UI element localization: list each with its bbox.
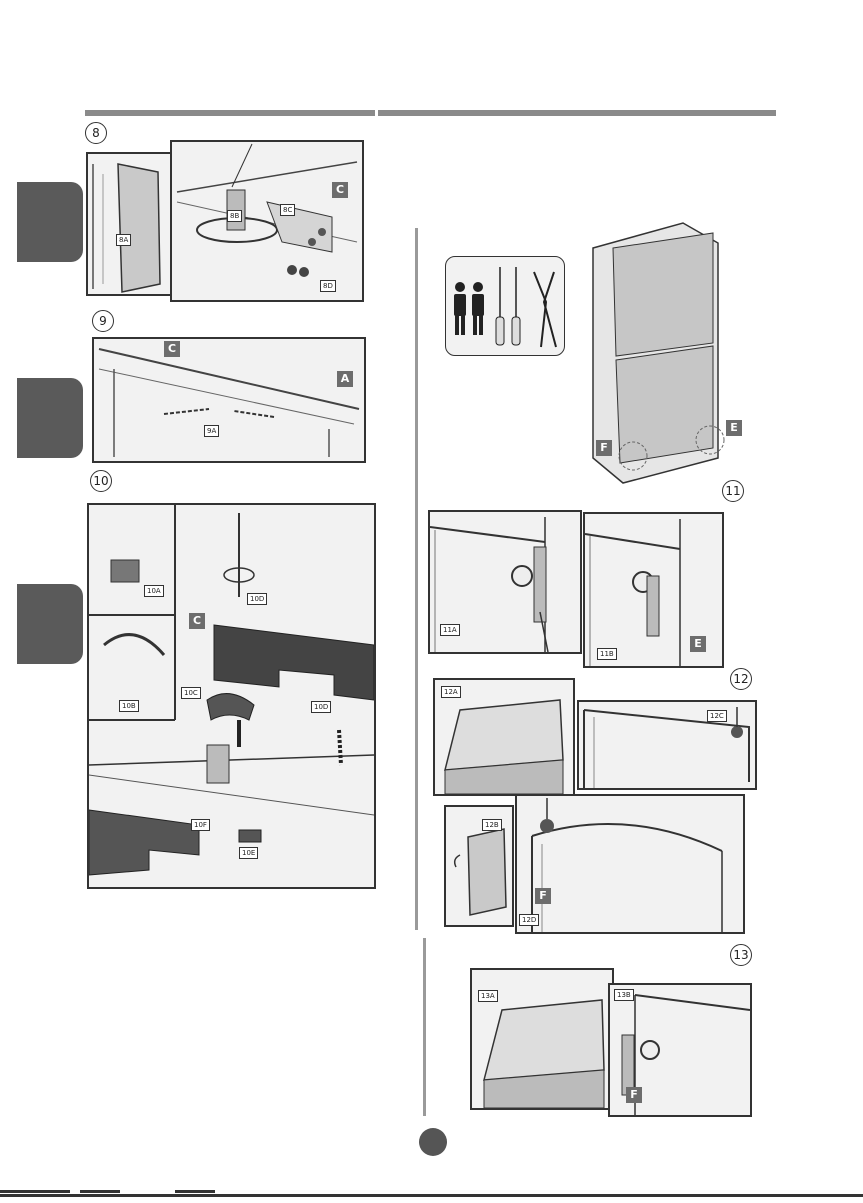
step-13b-panel: 13B F xyxy=(608,983,752,1117)
screwdriver-icon xyxy=(496,267,504,345)
label-12a: 12A xyxy=(441,686,461,698)
step-9-number: 9 xyxy=(92,310,114,332)
label-13a: 13A xyxy=(478,990,498,1002)
step-11b-panel: 11B E xyxy=(583,512,724,668)
door-letter-f: F xyxy=(535,888,551,904)
label-12d: 12D xyxy=(519,914,539,926)
label-12b: 12B xyxy=(482,819,502,831)
step-10-number: 10 xyxy=(90,470,112,492)
step-12b-panel: 12B xyxy=(444,805,514,927)
fridge-letter-e: E xyxy=(726,420,742,436)
side-letter-a: A xyxy=(337,371,353,387)
hinge-letter-c-step10: C xyxy=(189,613,205,629)
step-13a-panel: 13A xyxy=(470,968,614,1110)
screwdriver-icon-2 xyxy=(512,267,520,345)
label-9a: 9A xyxy=(204,425,219,437)
person-icon xyxy=(454,282,466,335)
top-letter-c: C xyxy=(164,341,180,357)
label-11a: 11A xyxy=(440,624,460,636)
hinge-removal-illustration xyxy=(172,142,362,300)
side-tab-1 xyxy=(17,182,83,262)
step-11-number: 11 xyxy=(722,480,744,502)
label-10c: 10C xyxy=(181,687,201,699)
label-8c: 8C xyxy=(280,204,295,216)
top-cover-illustration xyxy=(94,339,364,461)
label-8b: 8B xyxy=(227,210,242,222)
hinge-reassembly-illustration xyxy=(89,505,374,887)
side-tab-2 xyxy=(17,378,83,458)
label-10b: 10B xyxy=(119,700,139,712)
fridge-letter-f: F xyxy=(596,440,612,456)
step-12c-panel: 12C xyxy=(577,700,757,790)
hinge-letter-c: C xyxy=(332,182,348,198)
step-8-hinge-panel: 8B 8C 8D C xyxy=(170,140,364,302)
step-8-door-panel: 8A xyxy=(86,152,172,296)
label-10f: 10F xyxy=(191,819,210,831)
door-removal-illustration xyxy=(88,154,170,294)
door-refit-illustration xyxy=(517,796,743,932)
label-8a: 8A xyxy=(116,234,131,246)
header-rule-right xyxy=(378,110,776,116)
right-column-rule-lower xyxy=(423,938,426,1116)
tools-illustration xyxy=(446,257,564,355)
step-12-number: 12 xyxy=(730,668,752,690)
tools-panel xyxy=(445,256,565,356)
page-number-dot xyxy=(419,1128,447,1156)
hinge-letter-f: F xyxy=(626,1087,642,1103)
label-12c: 12C xyxy=(707,710,727,722)
step-12d-panel: F 12D xyxy=(515,794,745,934)
bottom-edge-strip xyxy=(0,1188,863,1203)
hinge-letter-e: E xyxy=(690,636,706,652)
door-panel-illustration xyxy=(446,807,512,925)
step-10-panel: 10A 10B 10C 10D 10D 10E 10F C xyxy=(87,503,376,889)
label-10e: 10E xyxy=(239,847,258,859)
label-8d: 8D xyxy=(320,280,336,292)
step-13-number: 13 xyxy=(730,944,752,966)
step-11a-panel: 11A xyxy=(428,510,582,654)
step-9-panel: C A 9A xyxy=(92,337,366,463)
step-8-number: 8 xyxy=(85,122,107,144)
label-13b: 13B xyxy=(614,989,634,1001)
label-10d-second: 10D xyxy=(311,701,331,713)
side-tab-3 xyxy=(17,584,83,664)
right-column-rule-upper xyxy=(415,228,418,930)
label-11b: 11B xyxy=(597,648,617,660)
label-10a: 10A xyxy=(144,585,164,597)
step-12a-panel: 12A xyxy=(433,678,575,796)
pliers-icon xyxy=(534,272,556,347)
fridge-overview: F E xyxy=(578,218,748,493)
top-hinge-illustration xyxy=(579,702,755,788)
person-icon-2 xyxy=(472,282,484,335)
label-10d: 10D xyxy=(247,593,267,605)
header-rule-left xyxy=(85,110,375,116)
